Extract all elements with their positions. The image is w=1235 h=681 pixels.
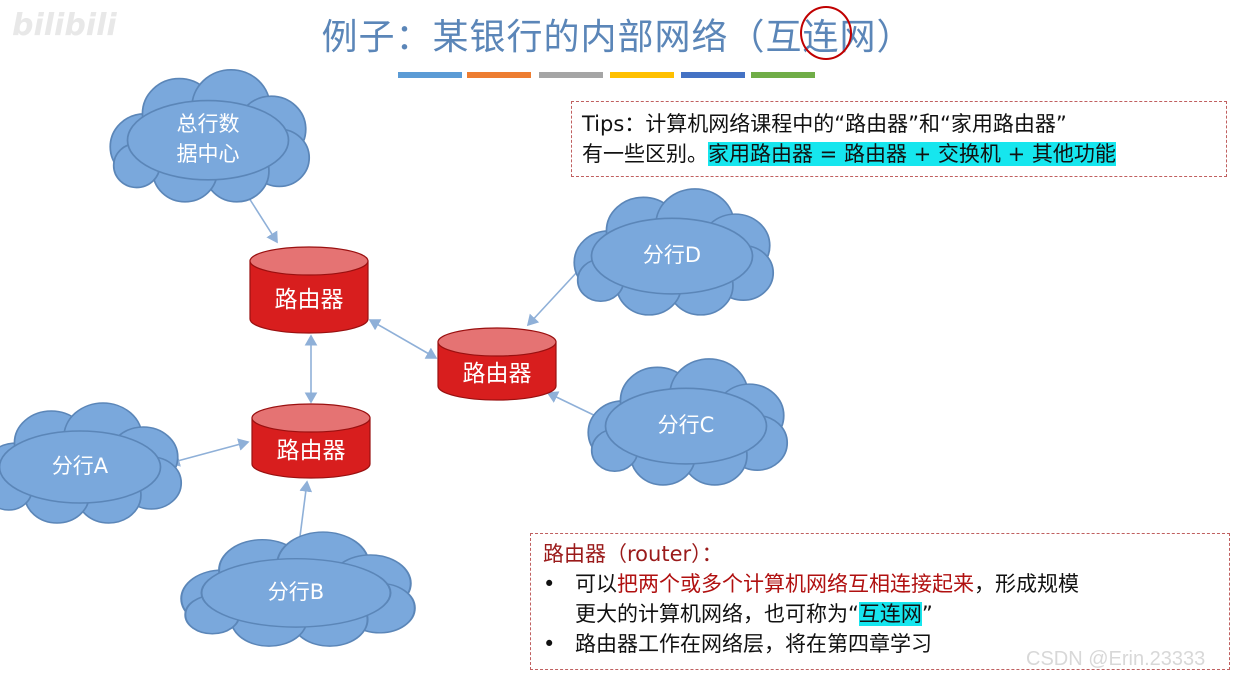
bilibili-watermark: bilibili [12,8,117,43]
bullet1-red: 把两个或多个计算机网络互相连接起来 [617,572,974,596]
tips-line2: 有一些区别。家用路由器 = 路由器 + 交换机 + 其他功能 [582,139,1226,169]
title-stripe [398,72,462,78]
tips-highlight: 家用路由器 = 路由器 + 交换机 + 其他功能 [708,142,1116,166]
router-definition-box: 路由器（router）： •可以把两个或多个计算机网络互相连接起来，形成规模 更… [530,533,1230,670]
cloud-branch-c: 分行C [587,358,789,486]
router-bullet-1-line2: 更大的计算机网络，也可称为“互连网” [543,599,1229,629]
router-r1: 路由器 [249,246,369,334]
bullet1-pre: 可以 [575,572,617,596]
cloud-label: 据中心 [177,142,240,166]
cloud-label: 分行A [52,454,109,478]
title-stripe [681,72,745,78]
tips-line1: Tips：计算机网络课程中的“路由器”和“家用路由器” [582,112,1067,136]
router-r3: 路由器 [437,327,557,401]
router-bullet-2: •路由器工作在网络层，将在第四章学习 [543,632,932,656]
cloud-label: 总行数 [177,112,240,136]
tips-line2-plain: 有一些区别。 [582,142,708,166]
router-label: 路由器 [463,361,532,387]
bullet2-text: 路由器工作在网络层，将在第四章学习 [575,632,932,656]
title-stripe [751,72,815,78]
router-bullet-1: •可以把两个或多个计算机网络互相连接起来，形成规模 [543,572,1079,596]
csdn-watermark: CSDN @Erin.23333 [1026,648,1206,670]
link-r2-a [168,438,250,467]
router-label: 路由器 [277,438,346,464]
router-r2: 路由器 [251,403,371,479]
cloud-label: 分行C [658,413,715,437]
bullet1-line2-highlight: 互连网 [858,602,922,626]
cloud-label: 分行D [643,243,701,267]
tips-box: Tips：计算机网络课程中的“路由器”和“家用路由器” 有一些区别。家用路由器 … [571,101,1227,177]
router-box-heading: 路由器（router）： [543,542,723,566]
cloud-label: 分行B [268,580,324,604]
title-stripe [539,72,603,78]
title-stripe [610,72,674,78]
bullet1-line2-post: ” [921,602,933,626]
highlight-circle [800,6,852,60]
bullet1-post: ，形成规模 [974,572,1079,596]
cloud-branch-b: 分行B [180,531,416,648]
title-stripe [467,72,531,78]
router-label: 路由器 [275,287,344,313]
cloud-branch-a: 分行A [0,402,183,524]
link-r1-r3 [368,319,438,359]
bullet1-line2-pre: 更大的计算机网络，也可称为“ [575,602,859,626]
cloud-branch-d: 分行D [573,188,775,316]
